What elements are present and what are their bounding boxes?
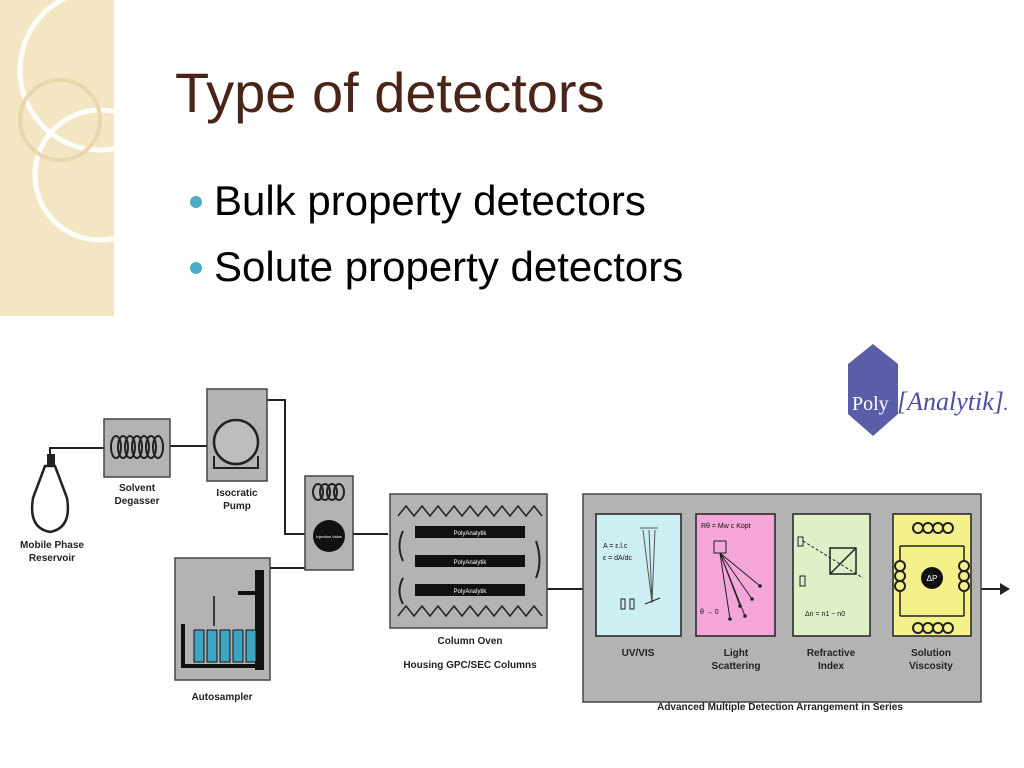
- oven-label-1: Column Oven: [437, 636, 502, 647]
- mobile-phase-reservoir: Mobile Phase Reservoir: [20, 454, 84, 564]
- logo-left: Poly: [852, 393, 889, 415]
- detection-caption: Advanced Multiple Detection Arrangement …: [657, 702, 903, 713]
- detector-arrangement: A = ε.l.c ε = dA/dc UV/VIS Rθ = Mw c Kop…: [582, 493, 982, 713]
- autosampler-label: Autosampler: [191, 692, 252, 703]
- reservoir-label-1: Mobile Phase: [20, 540, 84, 551]
- gpc-diagram: Poly [Analytik] . Mobile Phase Reservoir…: [20, 344, 1010, 713]
- decorative-corner: [0, 0, 114, 316]
- pump-label-1: Isocratic: [216, 488, 258, 499]
- ri-label-2: Index: [818, 661, 845, 672]
- autosampler: Autosampler: [174, 557, 271, 703]
- ls-label-2: Scattering: [712, 661, 761, 672]
- logo-right: [Analytik]: [897, 387, 1004, 416]
- slide-title: Type of detectors: [175, 61, 605, 124]
- oven-label-2: Housing GPC/SEC Columns: [403, 660, 537, 671]
- uv-eq-1: A = ε.l.c: [603, 543, 628, 550]
- bullet-item: Solute property detectors: [190, 234, 683, 300]
- viscosity-mark: ΔP: [927, 574, 938, 583]
- pump-label-2: Pump: [223, 501, 251, 512]
- ls-angle: θ → 0: [700, 609, 719, 616]
- visc-label-2: Viscosity: [909, 661, 953, 672]
- uv-vis-label: UV/VIS: [622, 648, 655, 659]
- uv-vis-detector: A = ε.l.c ε = dA/dc UV/VIS: [595, 513, 682, 659]
- injection-valve: Injection Valve: [304, 475, 354, 571]
- column-1-label: PolyAnalytik: [454, 531, 488, 537]
- degasser-label-1: Solvent: [119, 483, 156, 494]
- bullet-item: Bulk property detectors: [190, 168, 683, 234]
- column-oven: PolyAnalytik PolyAnalytik PolyAnalytik C…: [389, 493, 548, 671]
- column-2-label: PolyAnalytik: [454, 560, 488, 566]
- ri-label-1: Refractive: [807, 648, 856, 659]
- polyanalytik-logo: Poly [Analytik] .: [848, 344, 1008, 436]
- bullet-list: Bulk property detectors Solute property …: [190, 168, 683, 300]
- uv-eq-2: ε = dA/dc: [603, 555, 632, 562]
- decorative-rings: [17, 0, 114, 243]
- logo-mark: .: [1003, 393, 1008, 415]
- flow-arrow: [1000, 583, 1010, 595]
- ls-eq: Rθ = Mw c Kopt: [701, 523, 751, 530]
- column-3-label: PolyAnalytik: [454, 589, 488, 595]
- ri-eq: Δn = n1 − n0: [805, 611, 845, 618]
- isocratic-pump: Isocratic Pump: [206, 388, 268, 512]
- light-scattering-detector: Rθ = Mw c Kopt θ → 0 Light Scattering: [695, 513, 776, 672]
- visc-label-1: Solution: [911, 648, 951, 659]
- viscosity-detector: ΔP Solution Viscosity: [892, 513, 972, 672]
- refractive-index-detector: Δn = n1 − n0 Refractive Index: [792, 513, 871, 672]
- injector-label: Injection Valve: [316, 534, 342, 539]
- reservoir-label-2: Reservoir: [29, 553, 75, 564]
- ls-label-1: Light: [724, 648, 749, 659]
- solvent-degasser: Solvent Degasser: [103, 418, 171, 507]
- degasser-label-2: Degasser: [114, 496, 159, 507]
